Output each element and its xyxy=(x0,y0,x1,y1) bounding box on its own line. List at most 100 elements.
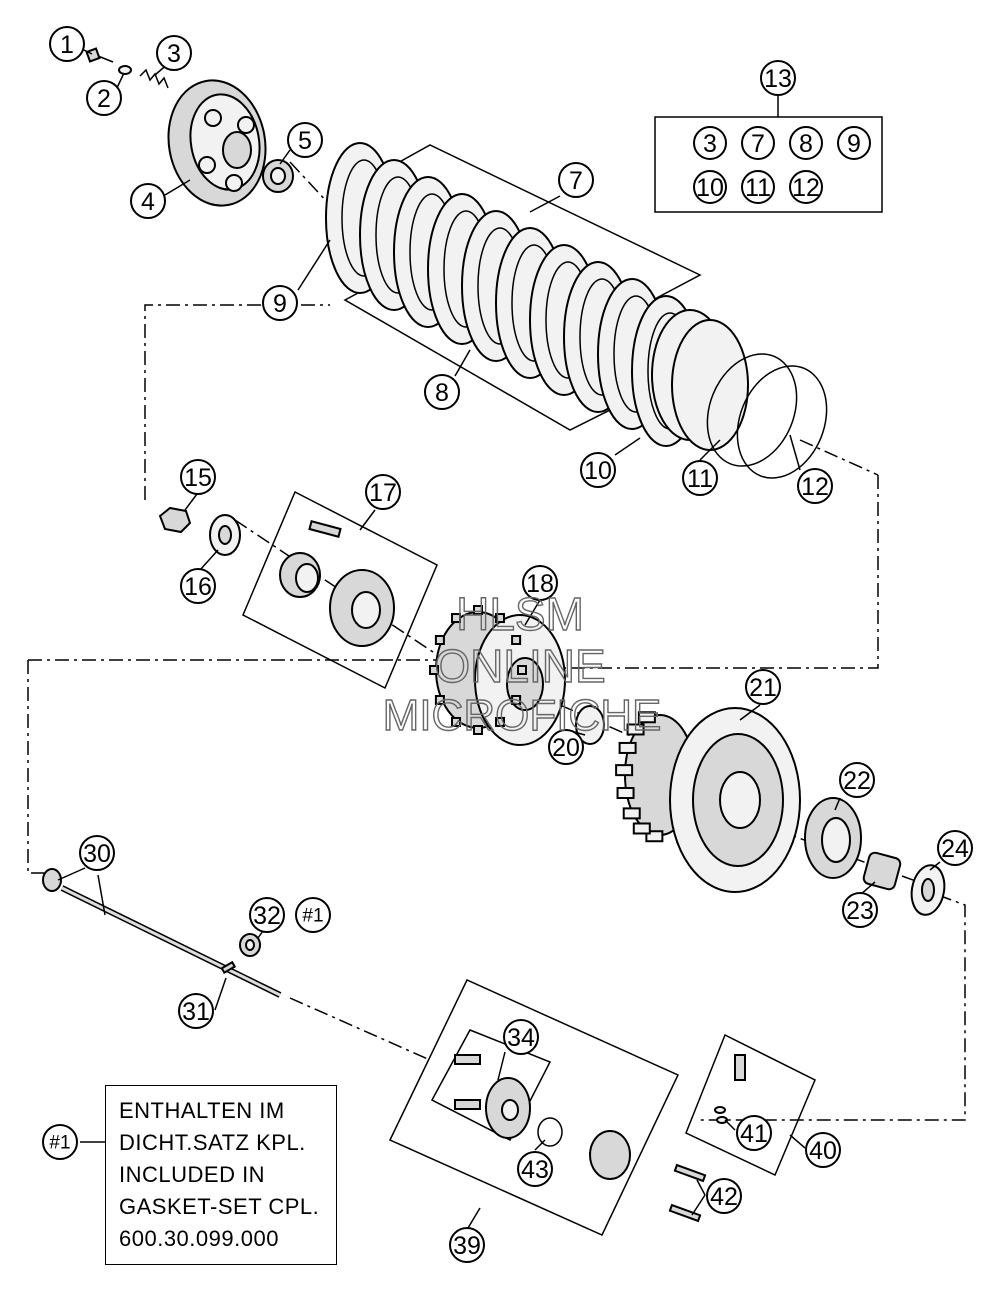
bleeder-group xyxy=(685,1033,816,1177)
callout-circle xyxy=(86,80,122,116)
callout-circle xyxy=(365,474,401,510)
callout-circle xyxy=(49,26,85,62)
callout-c43: 43 xyxy=(517,1151,553,1187)
callout-circle xyxy=(262,285,298,321)
o-ring-parts xyxy=(706,353,828,479)
callout-circle xyxy=(580,452,616,488)
pressure-plate-group xyxy=(85,47,294,207)
callout-c41: 41 xyxy=(736,1115,772,1151)
callout-label: 40 xyxy=(809,1137,837,1165)
basket-finger xyxy=(616,786,635,799)
callout-label: 1 xyxy=(60,31,74,59)
kit-13-member-10: 10 xyxy=(693,170,727,204)
callout-circle xyxy=(706,1178,742,1214)
callout-circle xyxy=(693,126,727,160)
callout-label: 9 xyxy=(273,290,287,318)
callout-label: 42 xyxy=(710,1183,738,1211)
callout-circle xyxy=(558,162,594,198)
callout-label: 7 xyxy=(569,167,583,195)
callout-c42: 42 xyxy=(706,1178,742,1214)
callout-circle xyxy=(156,35,192,71)
callout-label: 2 xyxy=(97,85,111,113)
callout-label: 20 xyxy=(552,734,580,762)
callout-c39: 39 xyxy=(449,1227,485,1263)
note-line-1: ENTHALTEN IM xyxy=(119,1098,285,1123)
basket-finger xyxy=(615,764,634,777)
watermark-line-2: ONLINE xyxy=(434,640,605,692)
callout-label: 3 xyxy=(703,130,717,158)
callout-circle xyxy=(42,1124,78,1160)
clutch-basket-part xyxy=(615,707,801,893)
pressure-plate-part xyxy=(167,79,267,207)
hub-tooth xyxy=(517,665,527,675)
callout-circle xyxy=(130,183,166,219)
callout-c13: 13 xyxy=(760,60,796,96)
hub-tooth xyxy=(511,635,522,645)
hub-tooth xyxy=(429,665,439,675)
callout-circle xyxy=(839,762,875,798)
callout-label: 10 xyxy=(584,457,612,485)
kit-13-member-12: 12 xyxy=(789,170,823,204)
callout-label: 21 xyxy=(749,674,777,702)
callout-circle xyxy=(178,993,214,1029)
callout-circle xyxy=(745,669,781,705)
callout-circle xyxy=(741,126,775,160)
slave-cylinder-group xyxy=(388,979,707,1236)
watermark-line-1: HLSM xyxy=(456,588,584,640)
kit-13-member-7: 7 xyxy=(741,126,775,160)
callout-label: 8 xyxy=(435,379,449,407)
washer-part-24 xyxy=(910,864,946,916)
callout-c21: 21 xyxy=(745,669,781,705)
inner-hub-group xyxy=(158,490,438,690)
callout-label: 43 xyxy=(521,1156,549,1184)
callout-cg1: #1 xyxy=(295,897,331,933)
gear-part xyxy=(804,797,862,879)
callout-label: 17 xyxy=(369,479,397,507)
callout-circle xyxy=(797,468,833,504)
nut-part xyxy=(158,506,192,534)
basket-finger xyxy=(618,741,637,754)
callout-c10: 10 xyxy=(580,452,616,488)
callout-label: 24 xyxy=(941,835,969,863)
needle-bearing-part xyxy=(862,851,902,891)
callout-c7: 7 xyxy=(558,162,594,198)
hub-tooth xyxy=(511,695,522,705)
callout-circle xyxy=(760,60,796,96)
callout-c5: 5 xyxy=(287,122,323,158)
callout-label: 32 xyxy=(253,902,281,930)
basket-finger xyxy=(632,822,651,835)
clutch-disc-front xyxy=(671,319,749,451)
hub-tooth xyxy=(451,716,461,727)
callout-label: 11 xyxy=(687,465,713,493)
callout-label: 34 xyxy=(507,1024,535,1052)
callout-circle xyxy=(503,1019,539,1055)
callout-circle xyxy=(295,897,331,933)
kit-13-member-9: 9 xyxy=(837,126,871,160)
inner-clutch-hub-part xyxy=(429,605,566,746)
callout-circle xyxy=(287,122,323,158)
watermark-line-3: MICROFICHE xyxy=(383,691,662,740)
callout-label: 4 xyxy=(141,188,155,216)
callout-label: 5 xyxy=(298,127,312,155)
callout-c9: 9 xyxy=(262,285,298,321)
callout-circle xyxy=(682,460,718,496)
callout-label: #1 xyxy=(302,906,323,927)
bearing-part xyxy=(262,159,294,193)
callout-c31: 31 xyxy=(178,993,214,1029)
callout-c30: 30 xyxy=(79,835,115,871)
callout-c3: 3 xyxy=(156,35,192,71)
callout-circle xyxy=(837,126,871,160)
callout-circle xyxy=(842,892,878,928)
callout-label: 16 xyxy=(184,573,212,601)
callout-circle xyxy=(789,126,823,160)
callout-label: 7 xyxy=(751,130,765,158)
callout-label: 22 xyxy=(843,767,871,795)
callout-circle xyxy=(693,170,727,204)
basket-finger xyxy=(622,807,641,820)
basket-finger xyxy=(637,711,656,724)
kit-13-member-3: 3 xyxy=(693,126,727,160)
callout-c24: 24 xyxy=(937,830,973,866)
callout-c18: 18 xyxy=(522,565,558,601)
